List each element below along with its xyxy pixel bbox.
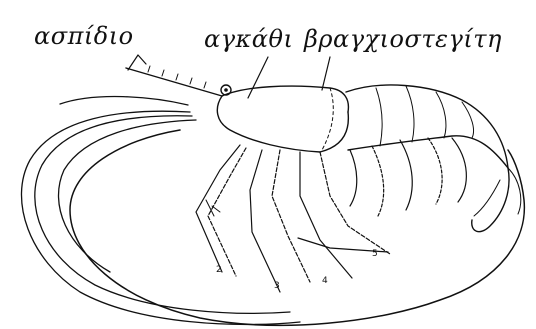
leg-number: 2	[216, 265, 222, 275]
shrimp-body	[126, 66, 521, 232]
leg-number: 4	[322, 276, 328, 286]
eye	[221, 85, 231, 95]
outer-outline	[70, 130, 524, 325]
pointer-line-aspidio	[128, 55, 146, 70]
leg-number: 3	[274, 281, 280, 291]
legs	[196, 138, 466, 292]
leg-number: 5	[372, 249, 378, 259]
pointer-line-branchiostegiti	[322, 57, 330, 90]
pointer-line-agkathi	[248, 57, 268, 98]
antennae	[21, 97, 300, 325]
